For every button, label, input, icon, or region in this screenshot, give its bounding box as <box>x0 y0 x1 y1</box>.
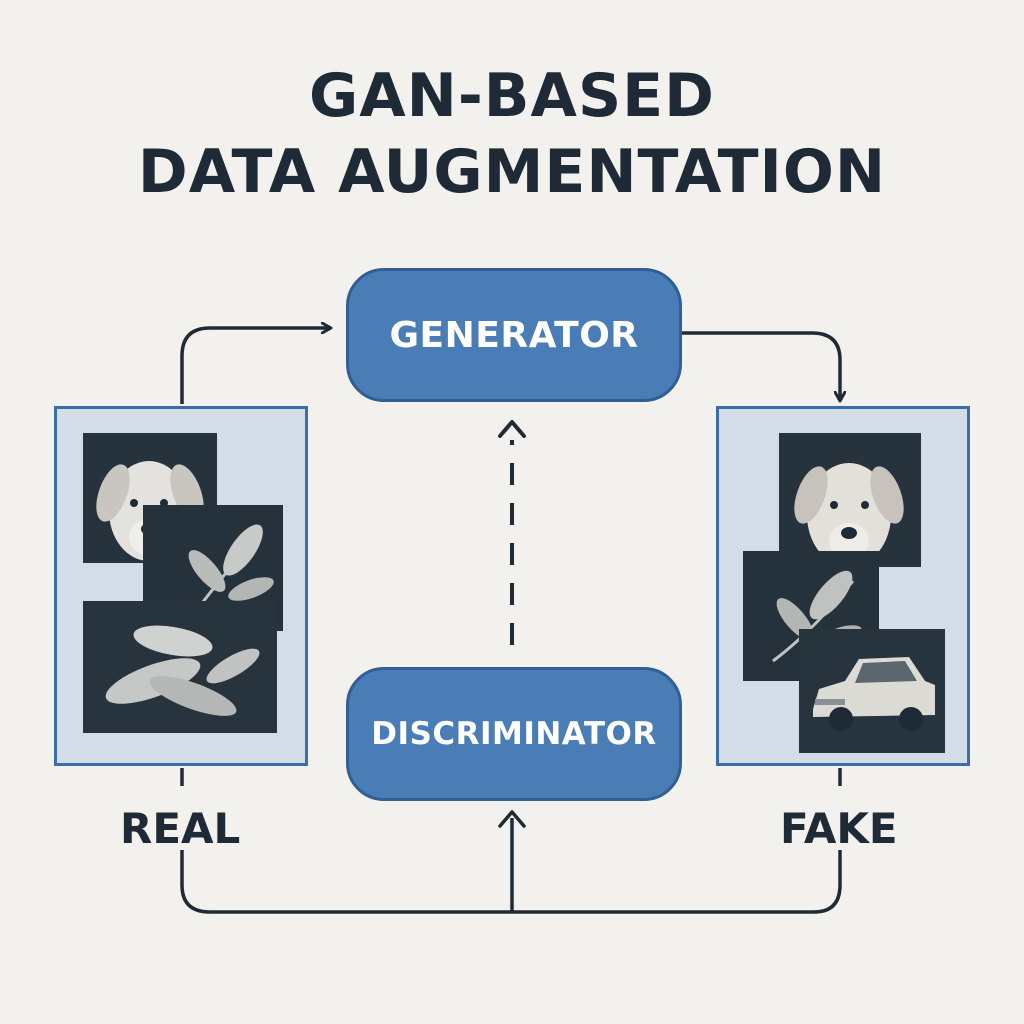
generator-to-fake-arrow <box>678 331 840 400</box>
feedback-arrowhead <box>498 420 526 438</box>
discriminator-input-arrowhead <box>498 810 526 828</box>
real-label: REAL <box>120 804 241 853</box>
real-plant-image <box>83 601 277 733</box>
fake-dog-image <box>779 433 921 567</box>
real-to-generator-arrow <box>180 328 330 404</box>
fake-car-image <box>799 629 945 753</box>
discriminator-label: DISCRIMINATOR <box>371 716 657 752</box>
generator-node: GENERATOR <box>346 268 682 402</box>
fake-data-panel <box>716 406 970 766</box>
discriminator-node: DISCRIMINATOR <box>346 667 682 801</box>
generator-label: GENERATOR <box>389 314 639 356</box>
fake-label: FAKE <box>780 804 898 853</box>
title-line-1: GAN-BASED <box>309 61 715 131</box>
diagram-title: GAN-BASED DATA AUGMENTATION <box>0 58 1024 210</box>
title-line-2: DATA AUGMENTATION <box>137 137 887 207</box>
real-data-panel <box>54 406 308 766</box>
